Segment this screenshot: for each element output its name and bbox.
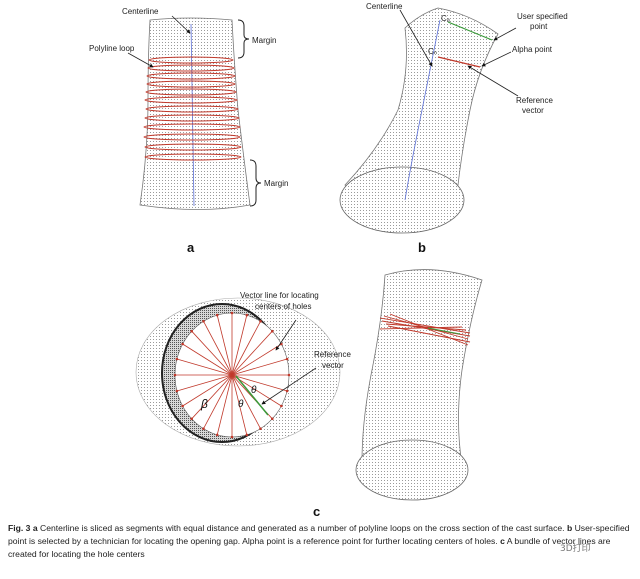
vector-line-label-line1: Vector line for locating	[240, 291, 319, 300]
hole-center-point	[202, 320, 205, 323]
vector-line	[231, 330, 273, 376]
user-point-label-line1: User specified	[517, 12, 568, 21]
hole-center-point	[285, 357, 289, 361]
hole-center-point	[175, 389, 179, 393]
vector-line-leader	[275, 319, 297, 351]
panel-c-cast-view	[355, 269, 483, 501]
hole-center-point	[245, 313, 249, 317]
hole-center-point	[181, 404, 184, 408]
hole-center-point	[181, 342, 184, 346]
caption-a-label: a	[32, 523, 38, 533]
centerline-leader-b	[399, 9, 433, 67]
vector-line	[231, 358, 288, 376]
alpha-point-leader	[481, 51, 512, 67]
vector-line	[176, 374, 233, 392]
vector-line	[191, 374, 233, 420]
ca-label: Cₐ	[441, 14, 451, 23]
caption-c-label: c	[500, 536, 505, 546]
panel-c-label: c	[313, 504, 320, 519]
cast-bottom-opening-c	[355, 439, 469, 501]
vector-line-bundle-c	[379, 313, 471, 346]
margin-bracket-top	[237, 19, 250, 59]
caption-text-c: A bundle of vector lines are created for…	[8, 536, 611, 559]
centerline-label-b: Centerline	[366, 2, 403, 11]
polyline-loop-leader	[127, 52, 154, 68]
vector-line	[216, 315, 233, 376]
vector-line	[231, 343, 282, 376]
panel-a-label: a	[187, 240, 195, 255]
polyline-loop-label: Polyline loop	[89, 44, 135, 53]
vector-line	[231, 321, 261, 376]
hole-center-point	[230, 435, 234, 439]
vector-line	[191, 330, 233, 376]
vector-line	[216, 374, 233, 435]
centerline-leader-a	[171, 15, 191, 34]
reference-vector-label-b-line2: vector	[522, 106, 544, 115]
vector-line	[176, 358, 233, 376]
figure-caption: Fig. 3 a Centerline is sliced as segment…	[8, 522, 632, 561]
reference-vector-leader-b	[467, 65, 519, 97]
reference-vector-c	[235, 375, 269, 416]
vector-line-bundle	[173, 311, 291, 439]
cast-mesh-a	[139, 17, 251, 210]
reference-vector-label-c-line1: Reference	[314, 350, 351, 359]
hole-center-point	[202, 427, 205, 431]
vector-line	[231, 315, 248, 376]
caption-b-label: b	[566, 523, 573, 533]
hole-center-point	[285, 389, 289, 393]
caption-text-b: User-specified point is selected by a te…	[8, 523, 630, 546]
vector-line	[182, 374, 233, 407]
margin-bottom-label: Margin	[264, 179, 288, 188]
reference-vector-label-b-line1: Reference	[516, 96, 553, 105]
hole-center-point	[280, 404, 283, 408]
hole-center-point	[271, 417, 274, 421]
hole-center-point	[259, 320, 262, 323]
user-point-vector	[447, 21, 493, 41]
vector-line	[203, 374, 233, 429]
caption-text-a: Centerline is sliced as segments with eq…	[40, 523, 565, 533]
cn-label: Cₙ	[428, 47, 437, 56]
beta-symbol: β	[200, 397, 208, 411]
margin-bracket-bottom	[249, 159, 262, 207]
panel-b-label: b	[418, 240, 426, 255]
user-point-label-line2: point	[530, 22, 548, 31]
theta-symbol-2: θ	[238, 399, 244, 410]
vector-line	[231, 374, 248, 435]
cast-bottom-opening-b	[339, 166, 465, 234]
margin-top-label: Margin	[252, 36, 276, 45]
centerline-b	[404, 19, 441, 201]
hole-center-point	[215, 433, 219, 437]
hole-center-point	[190, 329, 193, 333]
cast-mesh-b	[344, 7, 499, 206]
hole-center-point	[190, 417, 193, 421]
hole-center-point	[287, 373, 291, 377]
vector-line	[231, 374, 261, 429]
hole-center-point	[230, 311, 234, 315]
panel-b: Centerline Cₐ Cₙ User specified point Al…	[339, 2, 568, 255]
vector-line-label-line2: centers of holes	[255, 302, 311, 311]
vector-line	[203, 321, 233, 376]
reference-vector-label-c-line2: vector	[322, 361, 344, 370]
polyline-loops	[143, 56, 242, 161]
reference-vector-b	[437, 56, 481, 68]
hole-center-point	[175, 357, 179, 361]
vector-line	[182, 343, 233, 376]
alpha-point-label: Alpha point	[512, 45, 553, 54]
panel-c-cross-section: Vector line for locating centers of hole…	[135, 291, 351, 447]
centerline-label-a: Centerline	[122, 7, 159, 16]
panel-a: Centerline Polyline loop Margin Margin a	[89, 7, 288, 255]
reference-vector-leader-c	[261, 367, 317, 405]
caption-fig-label: Fig. 3	[8, 523, 31, 533]
watermark: 3D打印	[560, 544, 591, 554]
vector-line	[231, 374, 288, 392]
theta-symbol-1: θ	[251, 385, 257, 396]
hole-center-point	[215, 313, 219, 317]
hole-center-point	[245, 433, 249, 437]
hole-center-point	[259, 427, 262, 431]
hole-center-point	[173, 373, 177, 377]
reference-vector-c-right	[427, 327, 461, 335]
hole-center-point	[271, 329, 274, 333]
user-point-leader	[493, 27, 517, 41]
